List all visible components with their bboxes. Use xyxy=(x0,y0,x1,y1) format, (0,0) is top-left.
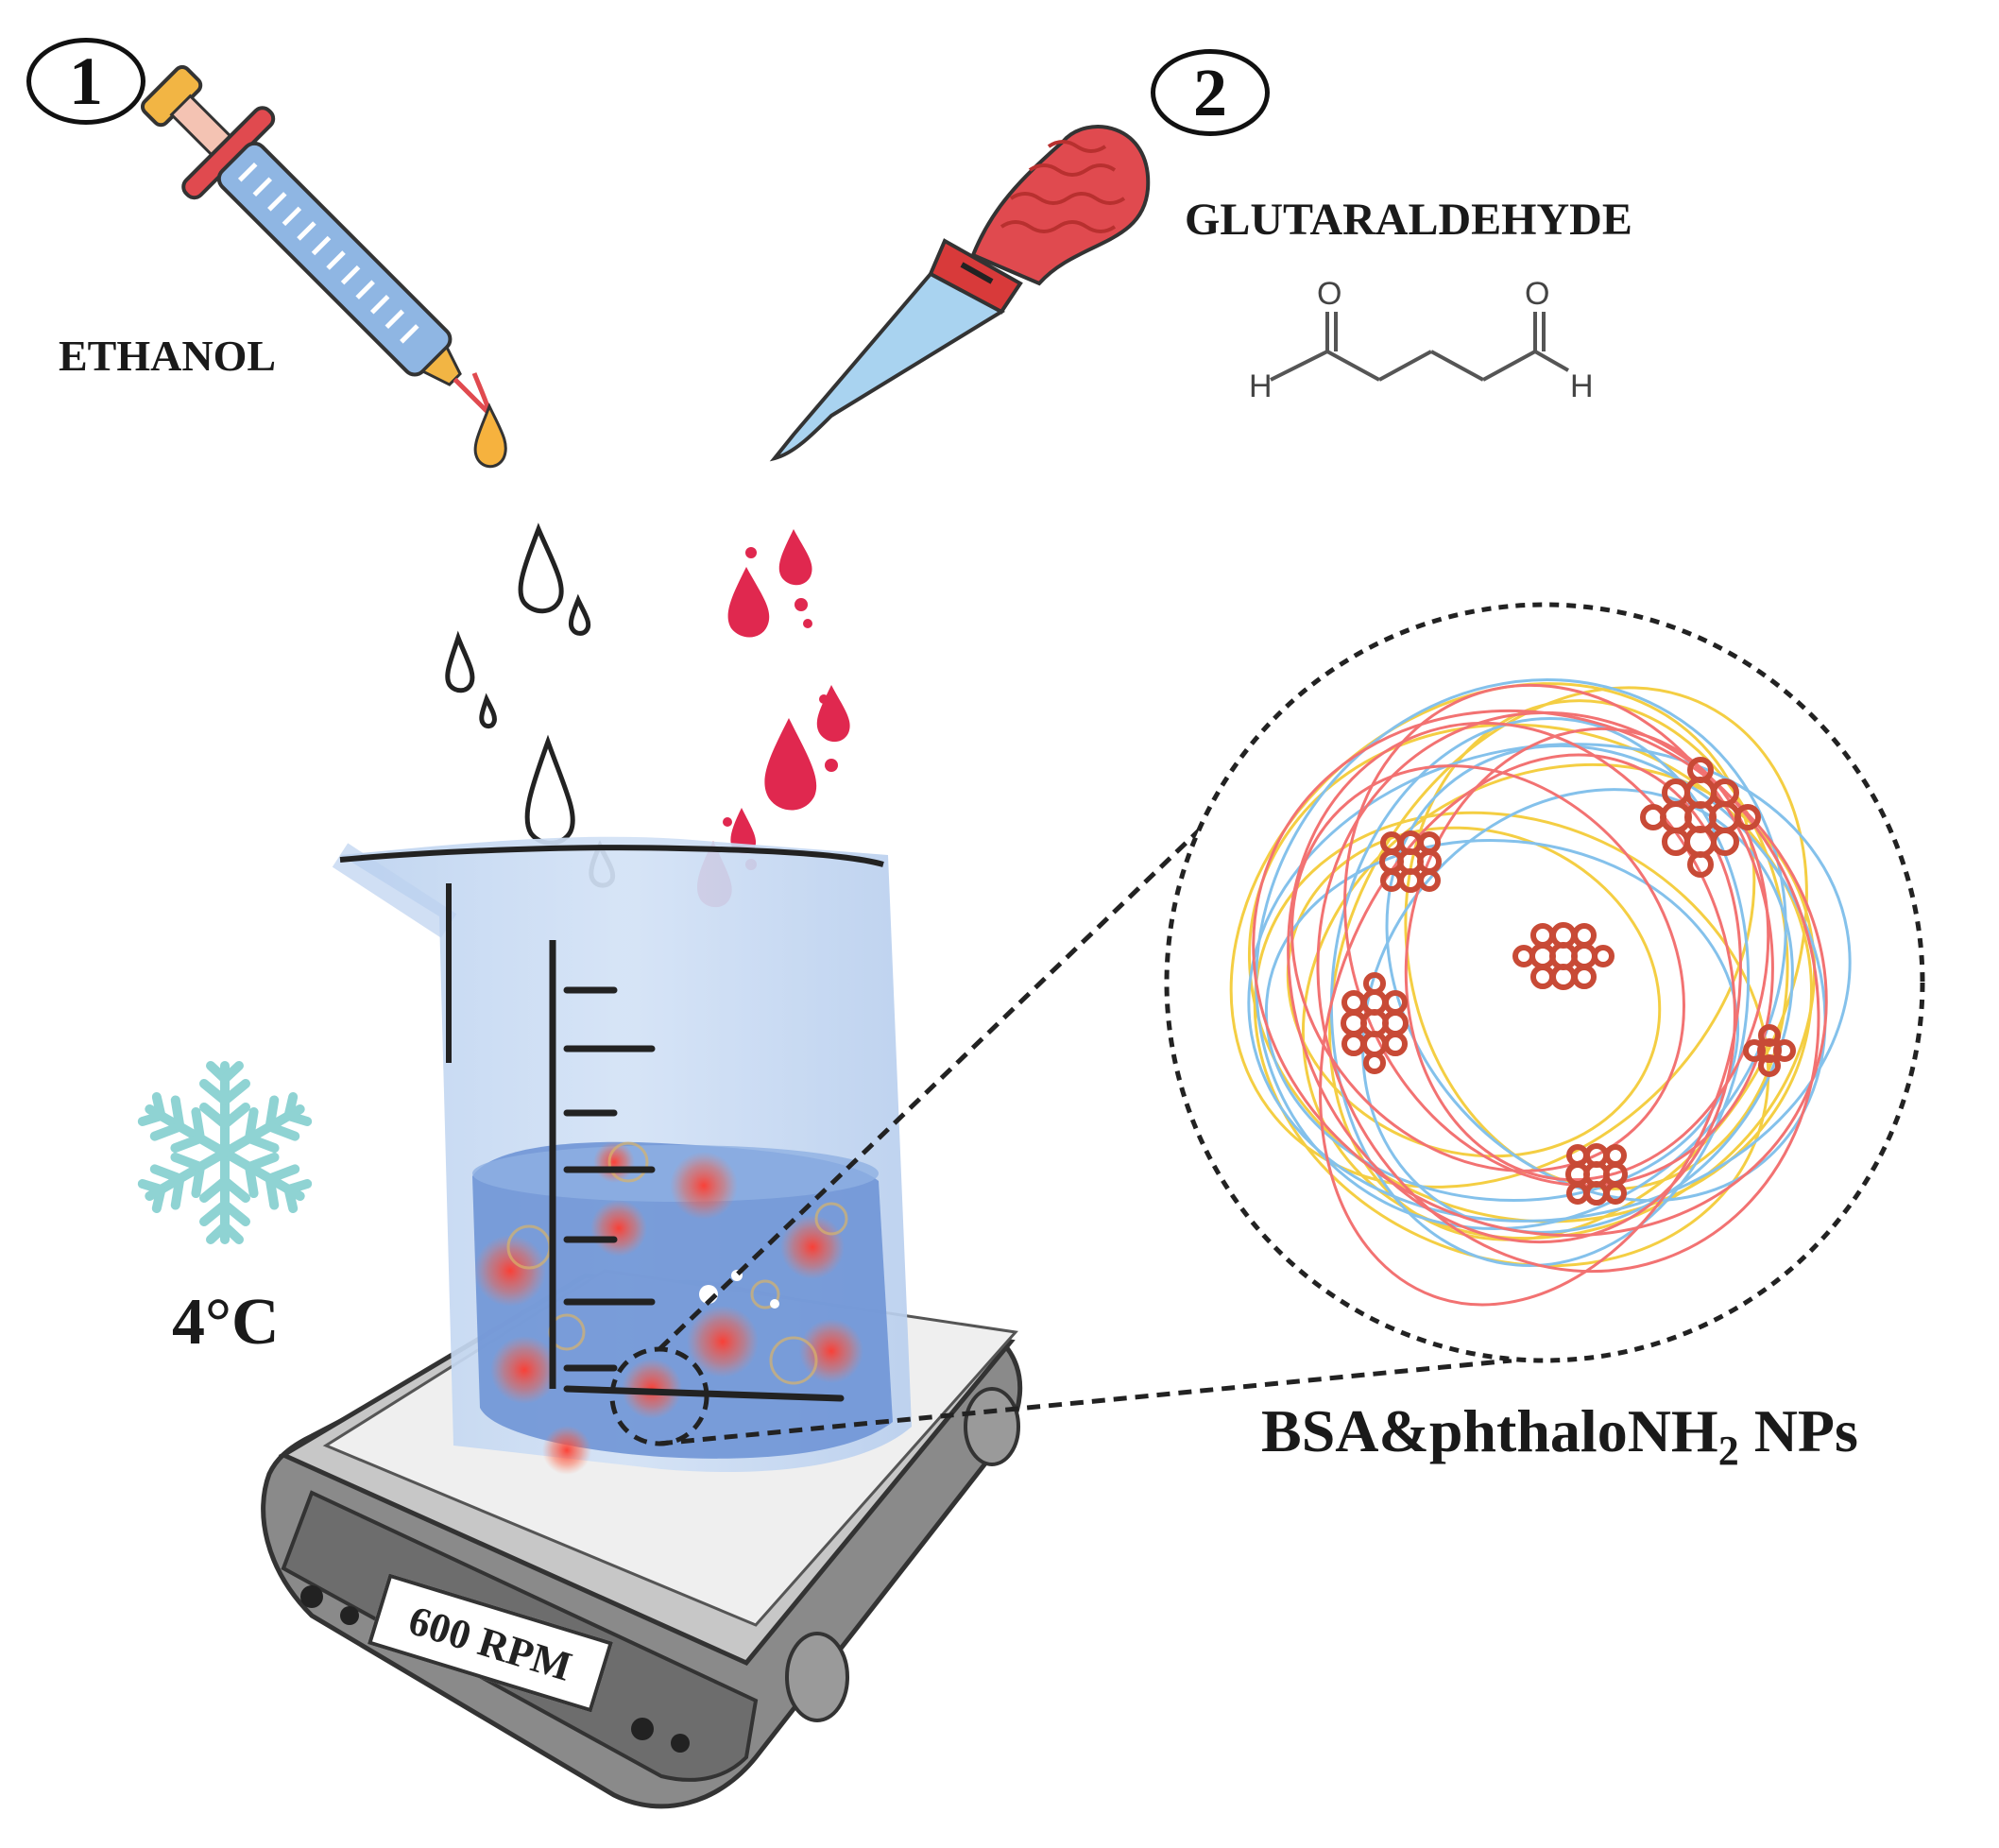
glutaraldehyde-structure xyxy=(1270,312,1569,382)
syringe-icon xyxy=(140,64,507,469)
beaker-icon xyxy=(332,836,912,1475)
pipette-icon xyxy=(769,125,1151,462)
step-1-badge: 1 xyxy=(26,38,145,125)
ethanol-drops xyxy=(445,522,616,888)
nanoparticles-label: BSA&phthaloNH2 NPs xyxy=(1261,1396,1858,1475)
atom-H-right: H xyxy=(1570,368,1594,404)
atom-O-right: O xyxy=(1525,276,1550,312)
nanoparticles-label-subscript: 2 xyxy=(1717,1427,1739,1474)
step-2-badge: 2 xyxy=(1151,49,1270,136)
nanoparticle-zoom-icon xyxy=(1164,602,1925,1363)
zoom-connector xyxy=(609,782,1512,1446)
nanoparticles-label-main: BSA&phthaloNH xyxy=(1261,1397,1718,1464)
glutaraldehyde-label: GLUTARALDEHYDE xyxy=(1185,195,1632,245)
nanoparticles-label-tail: NPs xyxy=(1738,1397,1858,1464)
ethanol-label: ETHANOL xyxy=(59,332,277,380)
snowflake-icon xyxy=(139,1061,310,1240)
atom-O-left: O xyxy=(1317,276,1342,312)
atom-H-left: H xyxy=(1249,368,1273,404)
temperature-label: 4°C xyxy=(172,1286,280,1359)
